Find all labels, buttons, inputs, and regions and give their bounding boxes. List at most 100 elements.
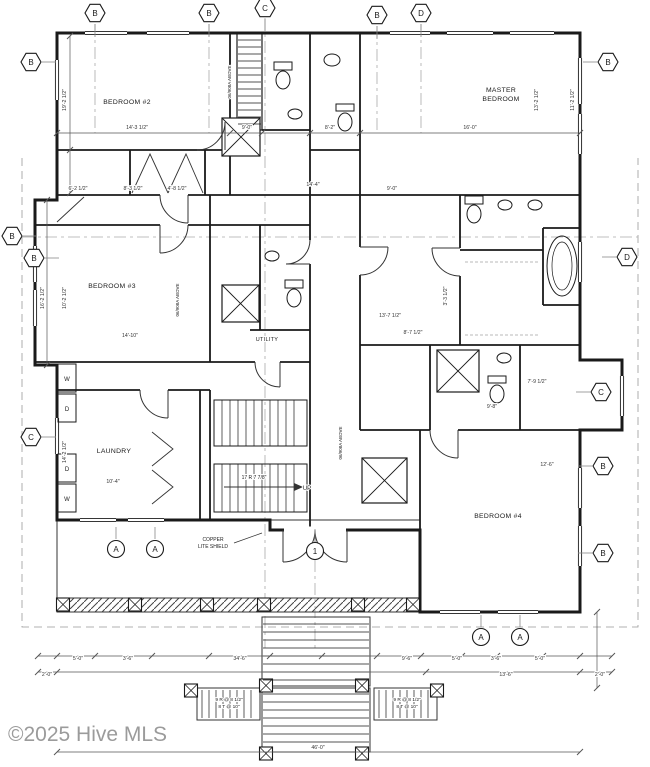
bifold-closet-door bbox=[167, 152, 204, 194]
door-swing bbox=[139, 389, 169, 419]
grid-marker-label: B bbox=[31, 254, 36, 263]
sink bbox=[497, 199, 513, 211]
dryer-box bbox=[57, 393, 77, 423]
toilet bbox=[464, 195, 484, 205]
dimension-label: 9'-6" bbox=[402, 656, 412, 662]
dimension-label: 2'-0" bbox=[42, 672, 52, 678]
entry-door-swing bbox=[314, 529, 348, 563]
grid-marker-label: B bbox=[92, 9, 97, 18]
dimension-label: 9'-0" bbox=[387, 186, 397, 192]
grid-marker-hex bbox=[198, 3, 220, 23]
dimension-label: 3'-6" bbox=[123, 656, 133, 662]
room-label: BEDROOM bbox=[482, 96, 519, 103]
grid-marker-hex bbox=[84, 3, 106, 23]
room-label: UTILITY bbox=[256, 337, 279, 343]
grid-marker-label: B bbox=[600, 549, 605, 558]
room-label: LAUNDRY bbox=[97, 448, 132, 455]
dimension-label: 46'-0" bbox=[311, 745, 324, 751]
grid-centerlines bbox=[22, 18, 638, 648]
door-swing bbox=[159, 224, 189, 254]
grid-marker-hex bbox=[1, 226, 23, 246]
annotation-label: W bbox=[64, 377, 70, 383]
dimension-label: 9'-0" bbox=[242, 125, 252, 131]
grid-marker-hex bbox=[410, 3, 432, 23]
mls-watermark: ©2025 Hive MLS bbox=[8, 723, 167, 746]
dimension-label: 13'-6" bbox=[499, 672, 512, 678]
grid-marker-label: A bbox=[152, 545, 158, 554]
entry-door-swing bbox=[282, 529, 316, 563]
sink bbox=[323, 53, 341, 67]
grid-marker-label: B bbox=[605, 58, 610, 67]
grid-marker-label: A bbox=[113, 545, 119, 554]
annotation-label: 06/908A ABOVE bbox=[338, 426, 343, 459]
annotation-label: 9 R @ 8 1/2" bbox=[393, 697, 421, 703]
bifold-closet-door bbox=[151, 431, 174, 467]
angled-wall bbox=[56, 196, 85, 223]
grid-marker-label: C bbox=[598, 388, 604, 397]
annotation-label: UP bbox=[303, 486, 311, 492]
annotation-label: COPPER bbox=[202, 537, 224, 543]
dimension-label: 3'-6" bbox=[491, 656, 501, 662]
window bbox=[390, 30, 430, 36]
dimension-label: 16'-0" bbox=[463, 125, 476, 131]
dimension-label: 13'-7 1/2" bbox=[379, 313, 401, 319]
plan-details bbox=[32, 30, 625, 761]
annotation-label: W bbox=[64, 497, 70, 503]
toilet bbox=[273, 61, 293, 71]
toilet bbox=[284, 279, 304, 289]
grid-marker-label: A bbox=[517, 633, 523, 642]
roof-overhang-dashline bbox=[21, 158, 639, 628]
dimension-label: 8'-3 1/2" bbox=[124, 186, 143, 192]
dimension-label: 13'-2 1/2" bbox=[534, 89, 540, 111]
dimension-label: 7'-9 1/2" bbox=[528, 379, 547, 385]
grid-marker-label: B bbox=[374, 11, 379, 20]
grid-marker-circle bbox=[305, 541, 325, 561]
room-label: MASTER bbox=[486, 87, 516, 94]
dimension-label: 6'-2 1/2" bbox=[69, 186, 88, 192]
grid-marker-label: D bbox=[624, 253, 630, 262]
dimension-label: 14'-4" bbox=[306, 182, 319, 188]
grid-marker-circle bbox=[471, 627, 491, 647]
grid-marker-label: B bbox=[28, 58, 33, 67]
grid-marker-circle bbox=[145, 539, 165, 559]
annotation-label: 06/908A ABOVE bbox=[175, 283, 180, 316]
bath-fixtures bbox=[57, 53, 578, 513]
window bbox=[577, 114, 583, 154]
grid-marker-label: B bbox=[206, 9, 211, 18]
grid-marker-label: A bbox=[478, 633, 484, 642]
dimension-label: 10'-4" bbox=[106, 479, 119, 485]
dimension-label: 8'-2" bbox=[325, 125, 335, 131]
annotation-label: LITE SHIELD bbox=[198, 544, 228, 550]
grid-marker-hex bbox=[597, 52, 619, 72]
window bbox=[577, 58, 583, 104]
window bbox=[577, 468, 583, 508]
grid-marker-label: B bbox=[9, 232, 14, 241]
window bbox=[80, 517, 116, 523]
grid-marker-hex bbox=[616, 247, 638, 267]
window bbox=[128, 517, 164, 523]
grid-marker-label: D bbox=[418, 9, 424, 18]
dimension-label: 5'-0" bbox=[535, 656, 545, 662]
grid-marker-label: B bbox=[600, 462, 605, 471]
window bbox=[619, 376, 625, 416]
grid-marker-hex bbox=[590, 382, 612, 402]
dimension-label: 10'-2 1/2" bbox=[62, 287, 68, 309]
dimension-label: 14'-10" bbox=[122, 333, 138, 339]
dimension-label: 34'-6" bbox=[233, 656, 246, 662]
grid-marker-hex bbox=[592, 543, 614, 563]
dryer-box bbox=[57, 453, 77, 483]
dimension-label: 14'-2 1/2" bbox=[62, 441, 68, 463]
bifold-closet-door bbox=[151, 469, 174, 505]
sink bbox=[264, 250, 280, 262]
room-label: BEDROOM #2 bbox=[103, 99, 151, 106]
grid-marker-circle bbox=[510, 627, 530, 647]
dimension-label: 12'-6" bbox=[540, 462, 553, 468]
dimension-labels: 19'-2 1/2"14'-3 1/2"9'-0"8'-2"16'-0"13'-… bbox=[39, 88, 606, 752]
annotation-label: 9 R @ 8 1/2" bbox=[215, 697, 243, 703]
grid-marker-label: C bbox=[28, 433, 34, 442]
